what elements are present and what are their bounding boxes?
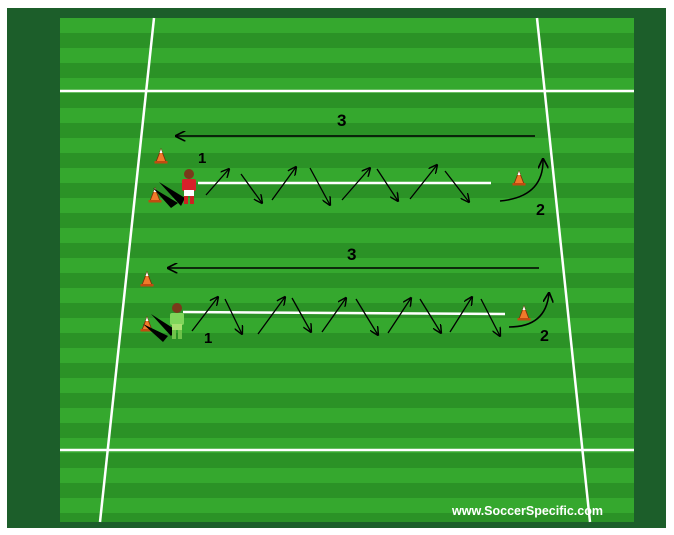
return-label: 3 xyxy=(337,111,346,130)
turn-label: 2 xyxy=(536,202,545,219)
start-label: 1 xyxy=(198,150,206,167)
watermark-text: www.SoccerSpecific.com xyxy=(451,504,603,518)
start-label: 1 xyxy=(204,330,212,347)
return-label: 3 xyxy=(347,245,356,264)
turn-label: 2 xyxy=(540,328,549,345)
